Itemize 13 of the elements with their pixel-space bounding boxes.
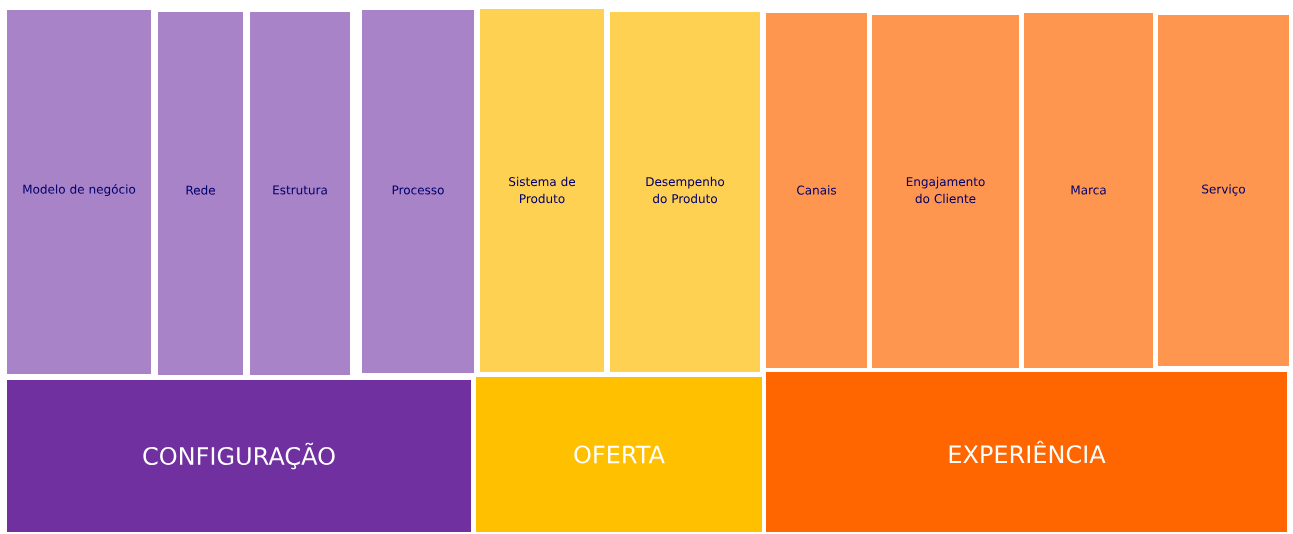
group-band: OFERTA: [476, 377, 762, 532]
category-box: Canais: [766, 13, 867, 368]
group-band: CONFIGURAÇÃO: [7, 380, 471, 532]
category-box: Engajamento do Cliente: [872, 15, 1019, 368]
category-box: Marca: [1024, 13, 1153, 368]
category-box: Serviço: [1158, 15, 1289, 366]
category-box: Processo: [362, 10, 474, 373]
category-box: Rede: [158, 12, 243, 375]
category-box: Estrutura: [250, 12, 350, 375]
category-box: Sistema de Produto: [480, 9, 604, 372]
category-box: Desempenho do Produto: [610, 12, 760, 372]
group-band: EXPERIÊNCIA: [766, 372, 1287, 532]
category-box: Modelo de negócio: [7, 10, 151, 374]
